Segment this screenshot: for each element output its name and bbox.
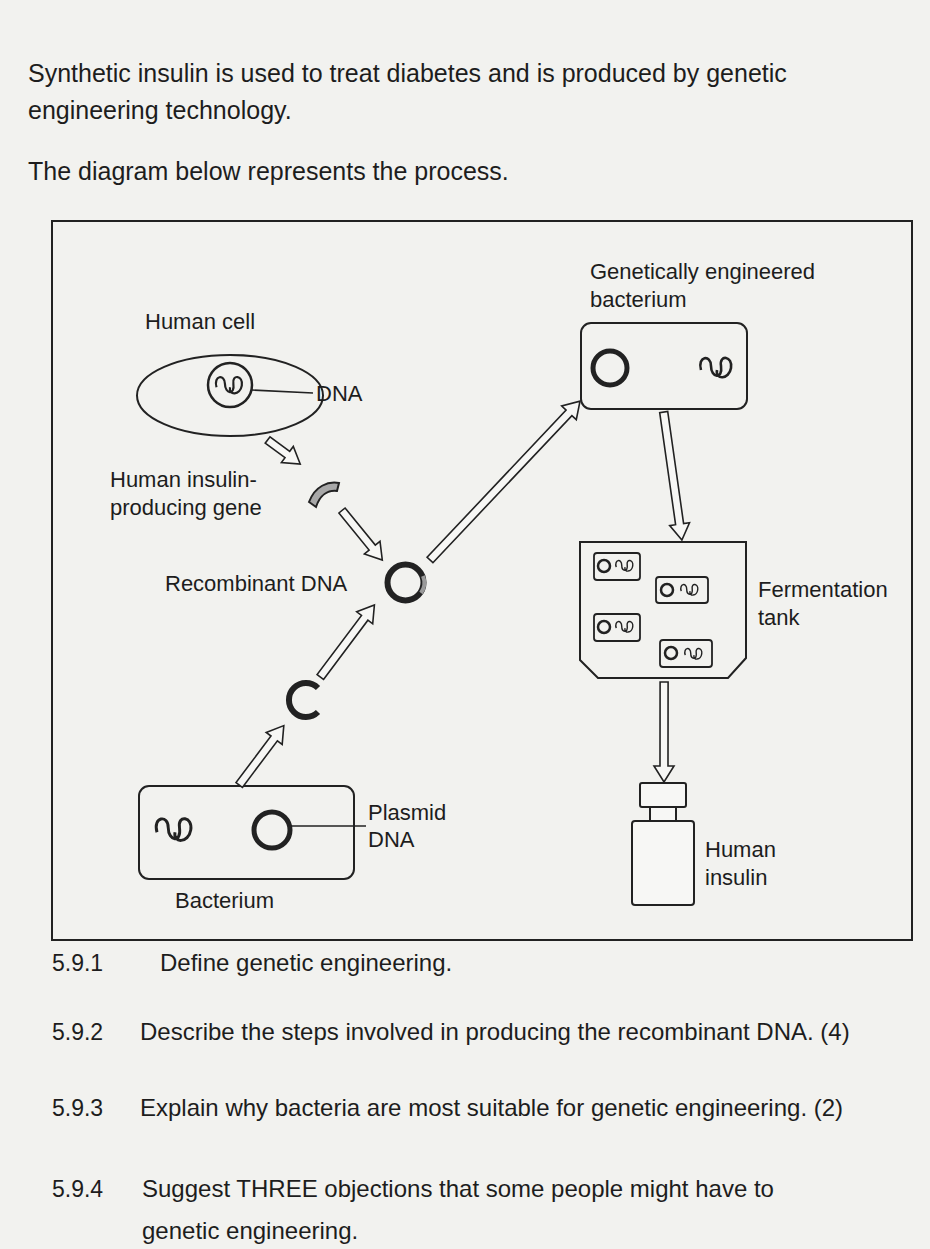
cell-wall (139, 786, 354, 879)
tank-outline (580, 542, 746, 678)
cut-plasmid (289, 683, 318, 717)
mini-bacterium (660, 640, 712, 667)
question-text: Suggest THREE objections that some peopl… (142, 1168, 842, 1249)
tank-bacterium (594, 614, 640, 641)
arrow-shape (317, 605, 374, 679)
question-text: Explain why bacteria are most suitable f… (140, 1093, 925, 1123)
cell-ellipse: Human cell (135, 308, 330, 440)
chromosome (616, 621, 633, 632)
mini-plasmid (661, 584, 673, 596)
flow-arrow (427, 401, 580, 563)
mini-plasmid (665, 647, 677, 659)
chromosome (156, 819, 191, 841)
inserted-gene (421, 576, 424, 593)
question-number: 5.9.1 (52, 948, 132, 978)
node-label: Genetically engineered bacterium (590, 258, 845, 313)
question-number: 5.9.4 (52, 1168, 132, 1210)
gene-outline (306, 478, 342, 510)
node-label: Human insulin (705, 836, 800, 891)
node-label: Human insulin-producing gene (110, 466, 295, 521)
cell-wall (581, 323, 747, 409)
tank-outline (578, 540, 748, 680)
mini-bacterium (594, 614, 640, 641)
question-stem: The diagram below represents the process… (28, 156, 728, 186)
chromosome (681, 584, 698, 595)
flow-arrow (660, 411, 690, 540)
plasmid-ring (593, 351, 627, 385)
rect-outline (580, 322, 748, 410)
engineered-bacterium-box: Genetically engineered bacterium (580, 258, 850, 412)
flow-arrow (265, 437, 300, 464)
mini-plasmid (598, 621, 610, 633)
node-label: Fermentation tank (758, 576, 908, 631)
flow-arrow (236, 605, 374, 787)
bottle-neck (650, 807, 676, 821)
node-label: Recombinant DNA (165, 570, 370, 598)
plasmid-ring (254, 812, 290, 848)
recombinant-ring: Recombinant DNA (165, 560, 430, 605)
ring-outline (383, 560, 428, 605)
cell-membrane (137, 355, 323, 436)
mini-bacterium (656, 577, 708, 603)
node-label: Human cell (145, 308, 325, 336)
flow-arrow (654, 682, 674, 782)
chromosome (700, 358, 731, 377)
chromosome (616, 560, 633, 571)
question-number: 5.9.2 (52, 1017, 132, 1047)
arrow-shape (654, 682, 674, 782)
arrow-shape (236, 726, 284, 788)
tank-bacterium (594, 553, 640, 580)
question-text: Describe the steps involved in producing… (140, 1017, 925, 1047)
plasmid-ring (388, 565, 424, 601)
nucleus (208, 363, 252, 407)
arrow-shape (339, 508, 382, 560)
part-label: DNA (316, 380, 386, 408)
chromosome (685, 648, 702, 659)
rect-outline (138, 785, 355, 880)
bottle-outline (630, 782, 696, 906)
leader-line (252, 390, 313, 393)
bottle-cap (640, 783, 686, 807)
chromosome (216, 377, 242, 393)
gene-node: Human insulin-producing gene (110, 464, 342, 526)
bottle-body (632, 821, 694, 905)
arrow-shape (265, 437, 300, 464)
node-label: Bacterium (175, 887, 325, 915)
diagram-frame (52, 221, 912, 940)
question-stem: Synthetic insulin is used to treat diabe… (28, 55, 838, 129)
gene-fragment (309, 483, 339, 507)
bacterium-box: Bacterium (138, 785, 358, 915)
mini-plasmid (598, 560, 610, 572)
ellipse-outline (135, 353, 325, 438)
tank-bacterium (656, 577, 708, 603)
question-text: Define genetic engineering. (160, 948, 860, 978)
insulin-bottle: Human insulin (630, 782, 805, 907)
arrow-shape (660, 411, 690, 540)
fermentation-tank: Fermentation tank (578, 540, 913, 682)
part-label: Plasmid DNA (368, 799, 468, 853)
tank-bacterium (660, 640, 712, 667)
flow-arrow (339, 508, 382, 560)
question-number: 5.9.3 (52, 1093, 132, 1123)
arrow-shape (427, 401, 580, 563)
mini-bacterium (594, 553, 640, 580)
